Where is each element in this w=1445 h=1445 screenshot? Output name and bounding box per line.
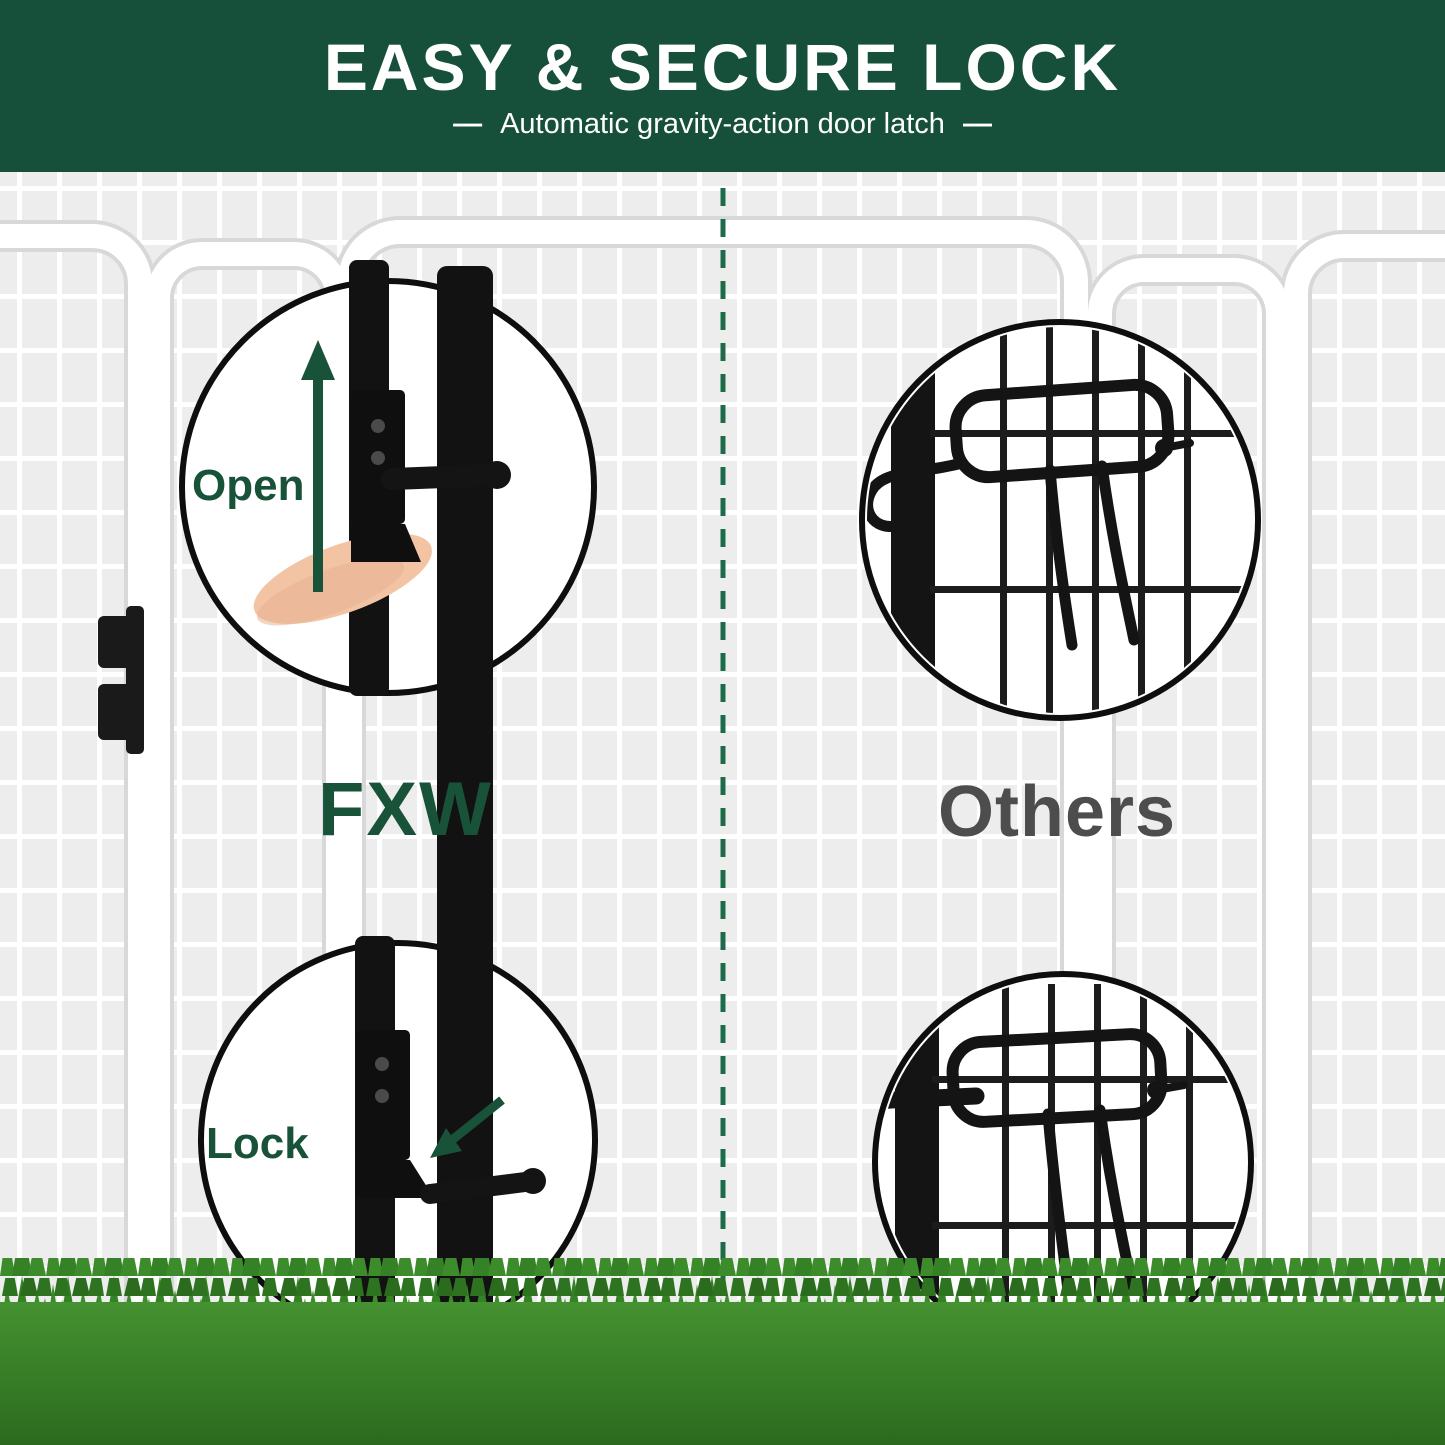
open-label: Open xyxy=(192,461,305,510)
fxw-brand-label: FXW xyxy=(318,767,493,852)
bracket-hole xyxy=(371,451,385,465)
wire-gravity-latch xyxy=(867,378,1194,651)
latch-handle-pin xyxy=(381,464,508,490)
gate-hinge xyxy=(98,606,144,754)
subtitle-text: Automatic gravity-action door latch xyxy=(500,107,945,140)
up-arrow-icon xyxy=(301,340,335,592)
others-brand-label: Others xyxy=(938,772,1177,852)
fxw-latch-lock-illustration xyxy=(356,1030,546,1204)
page-title: EASY & SECURE LOCK xyxy=(323,29,1122,104)
bracket-hole xyxy=(375,1089,389,1103)
lock-label: Lock xyxy=(206,1119,309,1168)
fxw-latch-open-illustration xyxy=(253,340,511,626)
bracket-hole xyxy=(375,1057,389,1071)
grass-strip xyxy=(0,1258,1445,1445)
subtitle-dash-left: — xyxy=(453,107,483,140)
subtitle-dash-right: — xyxy=(962,107,992,140)
latch-handle-pin xyxy=(420,1171,543,1204)
header-banner: EASY & SECURE LOCK — Automatic gravity-a… xyxy=(0,0,1445,172)
latch-hook xyxy=(867,458,964,532)
latch-pin xyxy=(880,1087,985,1111)
bracket-hole xyxy=(371,419,385,433)
header-subtitle: — Automatic gravity-action door latch — xyxy=(453,107,992,140)
latch-catch xyxy=(351,524,421,562)
latch-bolt xyxy=(1155,439,1173,457)
latch-bolt xyxy=(1147,1081,1165,1099)
latch-catch xyxy=(356,1160,434,1198)
gate-frame-post-right xyxy=(437,266,493,1344)
pin-knob xyxy=(520,1168,546,1194)
pin-knob xyxy=(483,461,511,489)
down-left-arrow-icon xyxy=(430,1096,505,1158)
